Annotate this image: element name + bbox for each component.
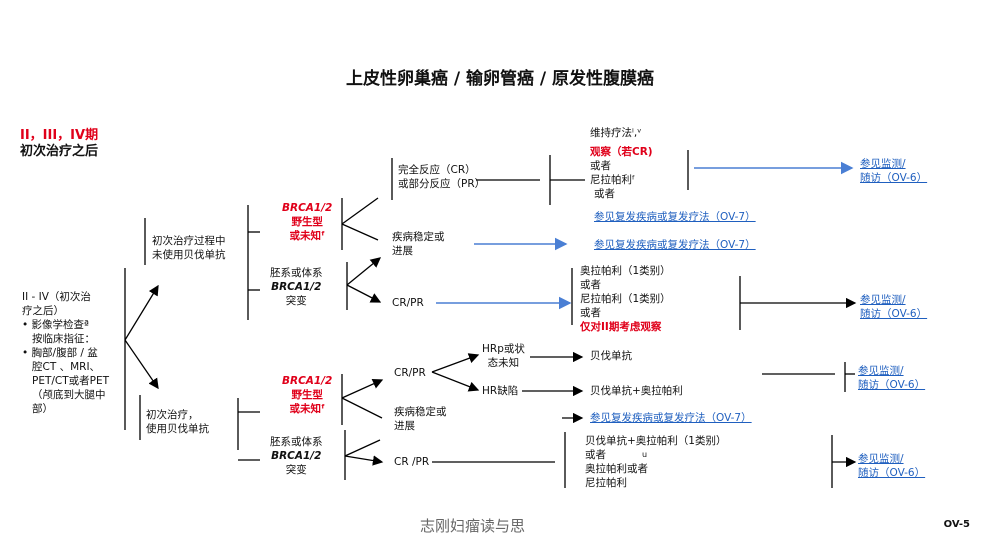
monitor-line[interactable]: 随访（OV-6） <box>858 379 926 391</box>
response-crpr-top: CR/PR <box>392 297 424 309</box>
olap-line: 仅对II期考虑观察 <box>580 321 662 333</box>
workup-line: （颅底到大腿中 <box>32 389 106 401</box>
hrp-line: HRp或状 <box>482 343 525 355</box>
olap-line: 或者 <box>580 307 601 319</box>
brca-line: 胚系或体系 <box>270 436 323 448</box>
monitor-link-3[interactable]: 参见监测/ 随访（OV-6） <box>858 364 925 392</box>
bevacizumab-option: 贝伐单抗 <box>590 350 632 362</box>
workup-line: • 胸部/腹部 / 盆 <box>22 347 98 359</box>
brca-line: 或未知ᶠ <box>289 403 325 415</box>
response-line: 疾病稳定或 <box>392 231 445 243</box>
page-id: OV-5 <box>943 519 970 530</box>
bev-olap-option: 贝伐单抗+奥拉帕利 <box>590 385 683 397</box>
maintenance-line: 尼拉帕利ᶠ <box>590 174 636 186</box>
olap-line: 贝伐单抗+奥拉帕利（1类别） <box>585 435 727 447</box>
workup-line: 部） <box>32 403 53 415</box>
brca-wild-bottom: BRCA1/2 野生型 或未知ᶠ <box>282 374 332 416</box>
branch-line: 初次治疗过程中 <box>152 235 226 247</box>
olap-line: 尼拉帕利（1类别） <box>580 293 671 305</box>
response-crpr-bottom: CR /PR <box>394 456 430 468</box>
hrp-line: 态未知 <box>487 357 520 369</box>
brca-wild-top: BRCA1/2 野生型 或未知ᶠ <box>282 201 332 243</box>
recurrence-link-3[interactable]: 参见复发疾病或复发疗法（OV-7） <box>590 412 752 424</box>
watermark: 志刚妇瘤读与思 <box>420 517 526 535</box>
page-title: 上皮性卵巢癌 / 输卵管癌 / 原发性腹膜癌 <box>345 69 655 89</box>
workup-line: II - IV（初次治 <box>22 291 91 303</box>
branch-no-bev: 初次治疗过程中 未使用贝伐单抗 <box>152 234 226 262</box>
branch-line: 初次治疗， <box>146 409 199 421</box>
olap-line: 尼拉帕利 <box>585 477 627 489</box>
maintenance-heading: 维持疗法ⁱ,ᵛ <box>590 127 642 139</box>
workup-line: • 影像学检查ª <box>22 319 89 331</box>
brca-line: BRCA1/2 <box>271 450 322 462</box>
brca-mut-bottom: 胚系或体系 BRCA1/2 突变 <box>270 435 323 477</box>
branch-line: 未使用贝伐单抗 <box>152 249 226 261</box>
monitor-link-1[interactable]: 参见监测/ 随访（OV-6） <box>860 157 927 185</box>
monitor-link-2[interactable]: 参见监测/ 随访（OV-6） <box>860 293 927 321</box>
response-line: 进展 <box>394 420 415 432</box>
monitor-line[interactable]: 参见监测/ <box>860 294 906 306</box>
brca-line: 突变 <box>285 295 307 307</box>
olap-line: 或者 <box>580 279 601 291</box>
response-stable-top: 疾病稳定或 进展 <box>392 230 445 258</box>
brca-mut-top: 胚系或体系 BRCA1/2 突变 <box>270 266 323 308</box>
response-line: 进展 <box>392 245 413 257</box>
stage-label: II，III，IV期 <box>20 128 99 143</box>
branch-line: 使用贝伐单抗 <box>146 423 209 435</box>
monitor-line[interactable]: 随访（OV-6） <box>860 172 928 184</box>
hr-deficient-node: HR缺陷 <box>482 385 519 397</box>
brca-line: 胚系或体系 <box>270 267 323 279</box>
response-line: 疾病稳定或 <box>394 406 447 418</box>
branch-bev: 初次治疗， 使用贝伐单抗 <box>146 408 209 436</box>
olap-line: 或者 <box>585 449 606 461</box>
monitor-line[interactable]: 随访（OV-6） <box>858 467 926 479</box>
olap-line: 奥拉帕利或者 <box>585 463 648 475</box>
brca-line: 或未知ᶠ <box>289 230 325 242</box>
stage-sublabel: 初次治疗之后 <box>20 144 99 159</box>
maintenance-line: 或者 <box>594 188 615 200</box>
workup-line: 按临床指征： <box>32 333 95 345</box>
monitor-line[interactable]: 参见监测/ <box>858 365 904 377</box>
workup-box: II - IV（初次治 疗之后） • 影像学检查ª 按临床指征： • 胸部/腹部… <box>22 290 109 416</box>
olap-line: 奥拉帕利（1类别） <box>580 265 671 277</box>
olaparib-options-top: 奥拉帕利（1类别） 或者 尼拉帕利（1类别） 或者 仅对II期考虑观察 <box>580 264 671 334</box>
monitor-line[interactable]: 参见监测/ <box>858 453 904 465</box>
monitor-link-4[interactable]: 参见监测/ 随访（OV-6） <box>858 452 925 480</box>
recurrence-link-2[interactable]: 参见复发疾病或复发疗法（OV-7） <box>594 239 756 251</box>
stage-heading: II，III，IV期 初次治疗之后 <box>20 128 98 160</box>
brca-line: 野生型 <box>291 216 323 228</box>
workup-line: 腔CT 、MRI、 <box>32 361 101 373</box>
brca-line: BRCA1/2 <box>271 281 322 293</box>
response-stable-bottom: 疾病稳定或 进展 <box>394 405 447 433</box>
brca-line: BRCA1/2 <box>282 375 333 387</box>
hrp-node: HRp或状 态未知 <box>482 342 525 370</box>
workup-line: 疗之后） <box>22 305 64 317</box>
response-cr-pr: 完全反应（CR） 或部分反应（PR） <box>398 163 485 191</box>
maintenance-line: 或者 <box>590 160 611 172</box>
workup-line: PET/CT或者PET <box>32 375 110 387</box>
maintenance-line: 观察（若CR) <box>590 146 653 158</box>
brca-line: 野生型 <box>291 389 323 401</box>
response-line: 或部分反应（PR） <box>398 178 486 190</box>
response-line: 完全反应（CR） <box>398 164 476 176</box>
monitor-line[interactable]: 随访（OV-6） <box>860 308 928 320</box>
brca-line: BRCA1/2 <box>282 202 333 214</box>
olaparib-options-bottom: 贝伐单抗+奥拉帕利（1类别） 或者 u 奥拉帕利或者 尼拉帕利 <box>585 434 726 490</box>
brca-line: 突变 <box>285 464 307 476</box>
olap-footnote: u <box>642 450 648 459</box>
response-crpr-mid: CR/PR <box>394 367 426 379</box>
monitor-line[interactable]: 参见监测/ <box>860 158 906 170</box>
maintenance-options: 观察（若CR) 或者 尼拉帕利ᶠ 或者 <box>590 145 653 201</box>
recurrence-link-1[interactable]: 参见复发疾病或复发疗法（OV-7） <box>594 211 756 223</box>
